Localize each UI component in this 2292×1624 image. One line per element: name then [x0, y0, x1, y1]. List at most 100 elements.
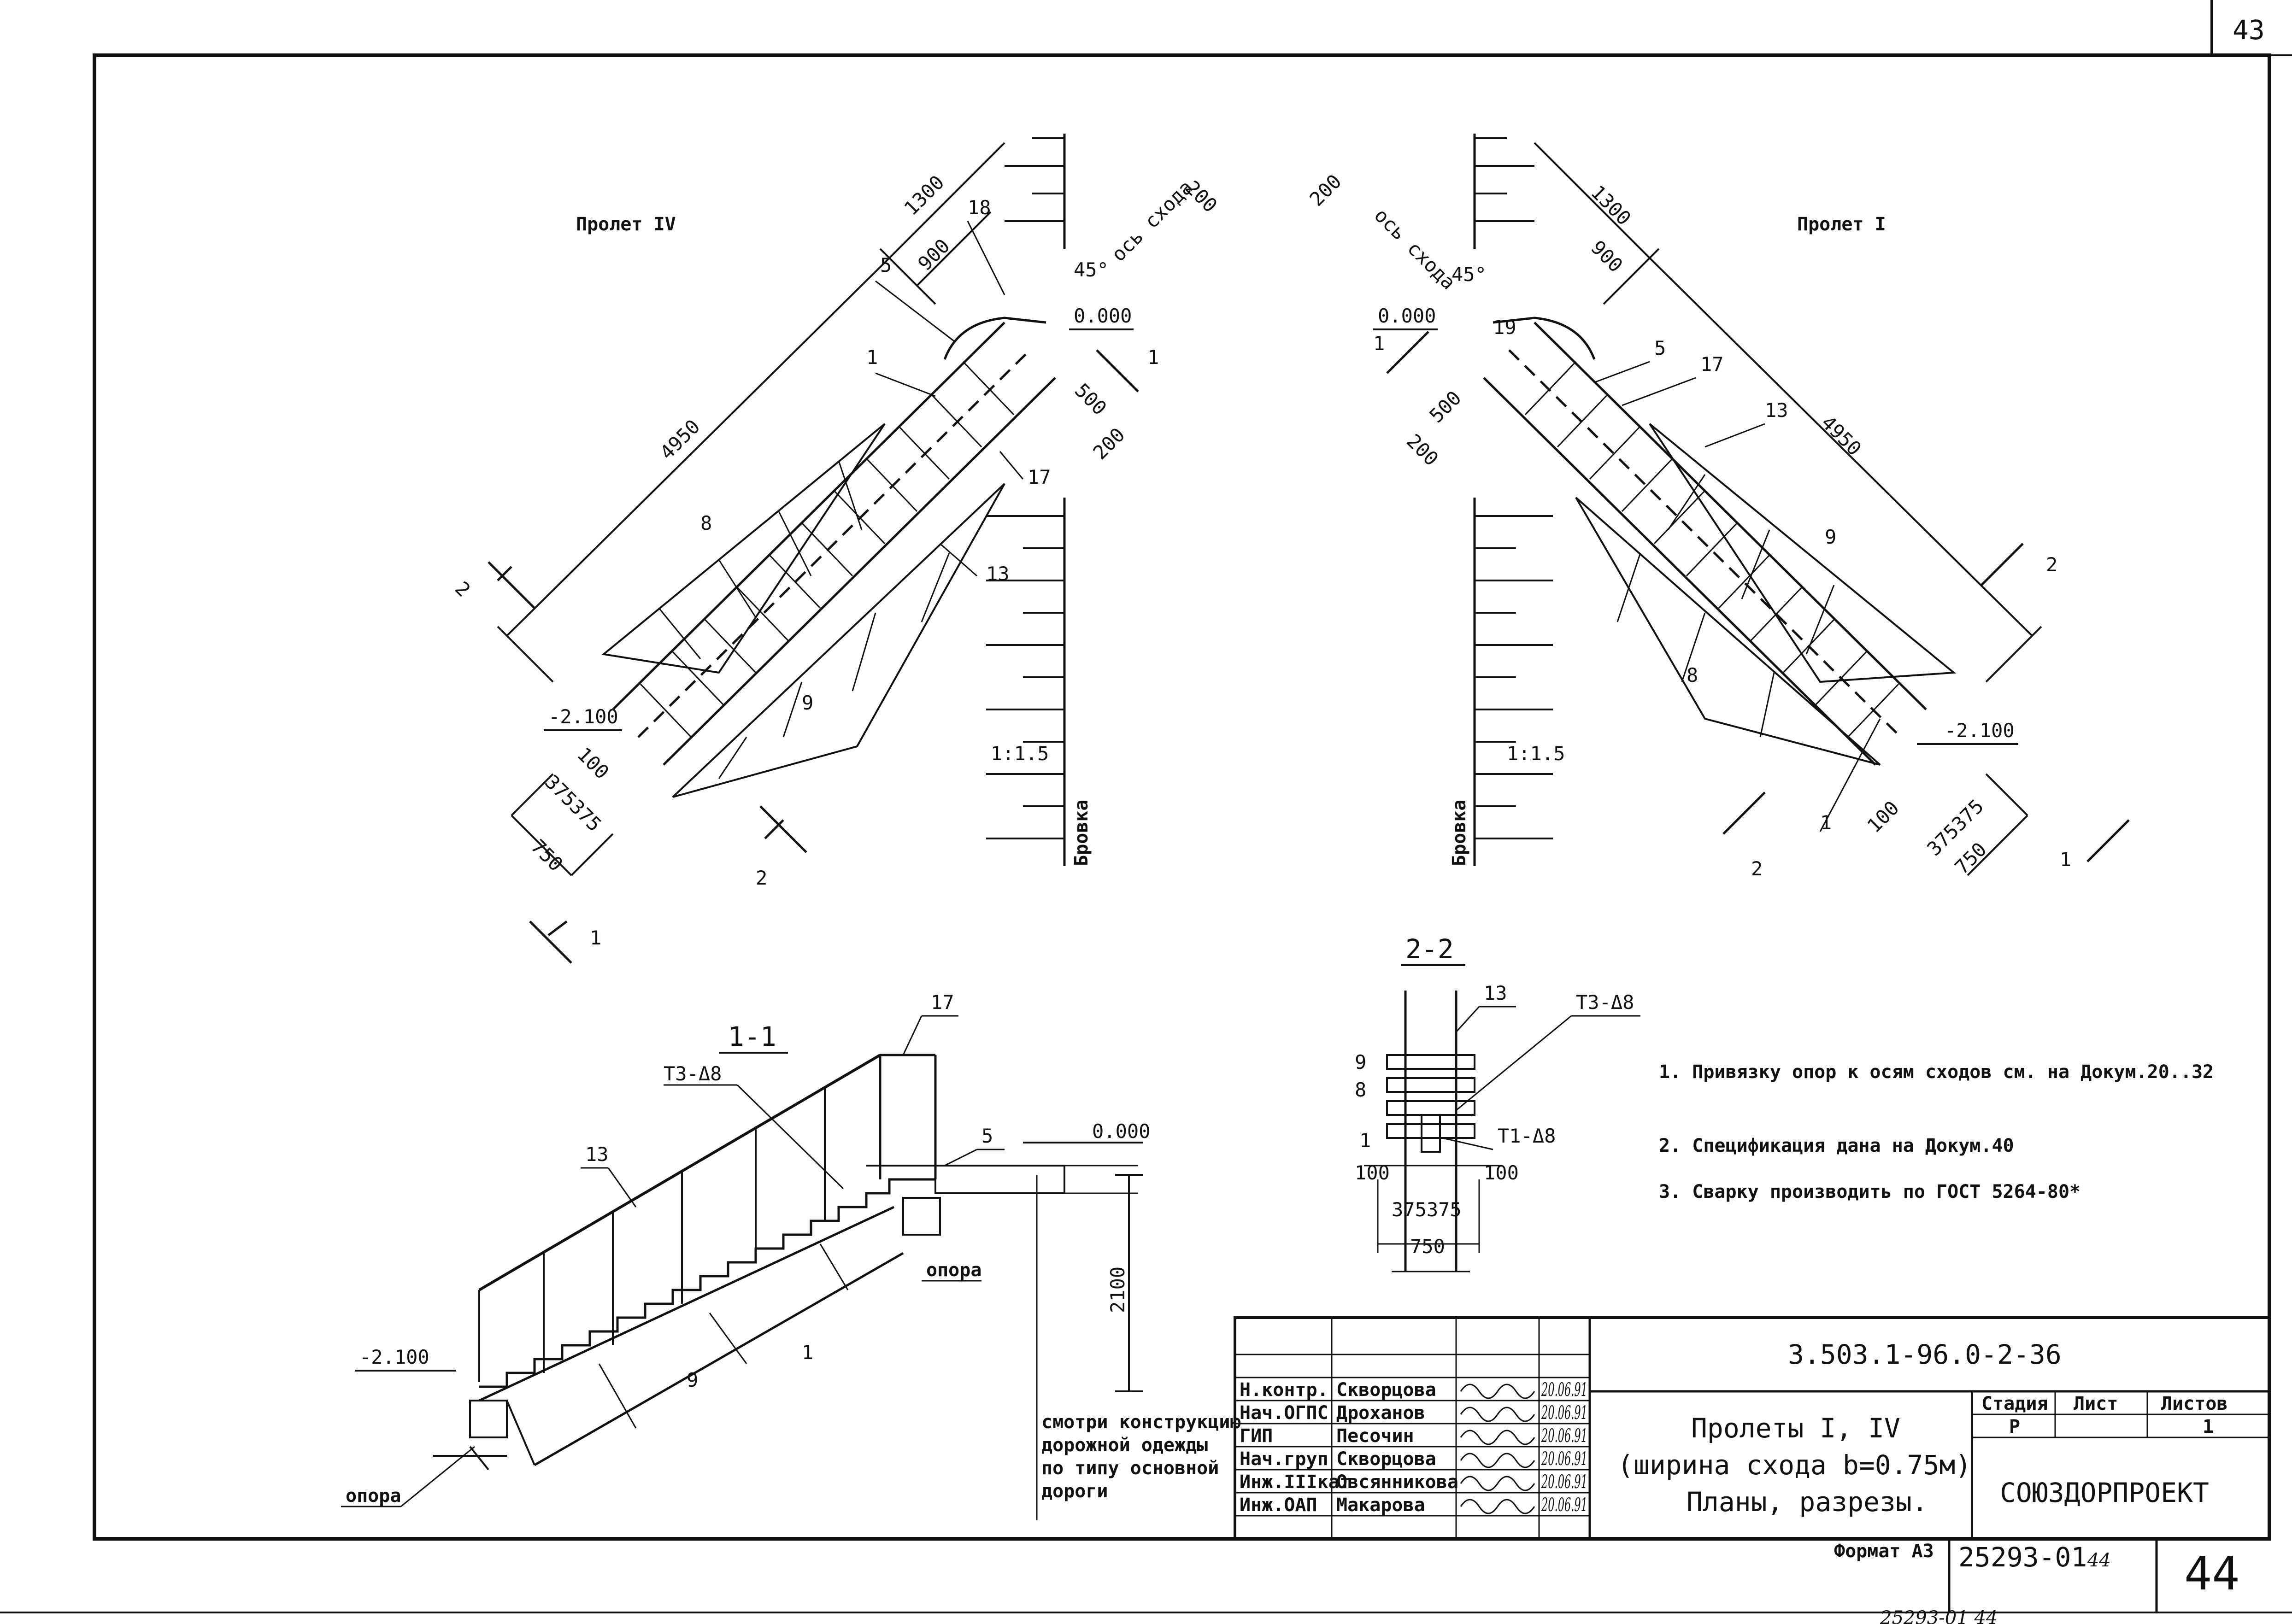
stage-value: Р [2009, 1416, 2020, 1437]
plan-i-angle: 45° [1452, 263, 1487, 286]
section-2-2-dim-750: 750 [1410, 1235, 1445, 1258]
signatures [1460, 1384, 1535, 1514]
plan-iv-dim-500: 500 [1070, 379, 1111, 419]
sheets-head: Листов [2161, 1393, 2228, 1414]
plan-iv-callout-5: 5 [880, 254, 892, 276]
plan-i-slope: 1:1.5 [1507, 742, 1565, 765]
person-name-2: Песочин [1336, 1425, 1414, 1447]
note-1: 1. Привязку опор к осям сходов см. на До… [1659, 1061, 2214, 1083]
inventory-handwritten: 44 [2087, 1550, 2111, 1571]
section-1-1-t3: Т3-Δ8 [664, 1062, 722, 1085]
section-2-2-callout-13: 13 [1484, 982, 1507, 1004]
section-2-2-dim-375: 375375 [1392, 1198, 1462, 1221]
stage-head: Стадия [1981, 1393, 2048, 1414]
inventory-number: 25293-01 [1958, 1542, 2087, 1573]
plan-iv-dim-900: 900 [913, 235, 954, 275]
plan-iv-level-top: 0.000 [1074, 305, 1132, 327]
section-2-2-t1: Т1-Δ8 [1498, 1125, 1556, 1147]
plan-iv-sec2-a: 2 [451, 577, 475, 601]
plan-i-sec1-a: 1 [2060, 848, 2071, 871]
person-role-3: Нач.груп [1240, 1448, 1328, 1470]
person-role-0: Н.контр. [1240, 1379, 1328, 1401]
plan-iv-dim-200: 200 [1088, 423, 1129, 464]
plan-i-dim-750: 750 [1950, 838, 1991, 879]
section-1-1-note-2: по типу основной [1041, 1458, 1219, 1479]
plan-iv-dim-4950: 4950 [655, 415, 704, 464]
notes: 1. Привязку опор к осям сходов см. на До… [1659, 1061, 2214, 1202]
plan-i-callout-1: 1 [1820, 811, 1832, 834]
format-label: Формат А3 [1834, 1541, 1934, 1562]
sheet-head: Лист [2074, 1393, 2118, 1414]
person-name-1: Дроханов [1336, 1402, 1425, 1424]
plan-i-sec2-b: 2 [1751, 857, 1763, 880]
person-date-1: 20.06.91 [1541, 1402, 1587, 1424]
plan-iv-dim-750: 750 [527, 835, 567, 875]
section-1-1-callout-1: 1 [802, 1341, 813, 1364]
person-name-0: Скворцова [1336, 1379, 1436, 1401]
plan-i-callout-19: 19 [1493, 316, 1516, 339]
plan-iv-slope: 1:1.5 [991, 742, 1049, 765]
section-2-2-callout-8: 8 [1355, 1079, 1366, 1101]
plan-span-i: Пролет I [1305, 134, 2130, 880]
drawing-code: 3.503.1-96.0-2-36 [1788, 1339, 2062, 1370]
section-1-1-callout-5: 5 [981, 1125, 993, 1147]
plan-iv-callout-13: 13 [986, 563, 1010, 585]
plan-i-dim-1300: 1300 [1587, 181, 1635, 229]
plan-i-axis-label: ось схода [1370, 204, 1460, 294]
title-line-1: Пролеты I, IV [1691, 1413, 1900, 1444]
note-2: 2. Спецификация дана на Докум.40 [1659, 1135, 2014, 1156]
section-2-2-callout-9: 9 [1355, 1051, 1366, 1073]
section-2-2-callout-1: 1 [1359, 1129, 1371, 1152]
section-2-2-dim-100-left: 100 [1355, 1161, 1390, 1184]
plan-iv-axis-label: ось схода [1107, 176, 1197, 266]
plan-i-dim-200: 200 [1402, 429, 1443, 470]
plan-i-level-top: 0.000 [1378, 305, 1436, 327]
person-name-3: Скворцова [1336, 1448, 1436, 1470]
section-1-1-title: 1-1 [728, 1021, 776, 1052]
person-role-1: Нач.ОГПС [1240, 1402, 1328, 1424]
plan-iv-level-bottom: -2.100 [548, 705, 618, 728]
title-line-2: (ширина схода b=0.75м) [1617, 1449, 1971, 1481]
section-1-1-note-0: смотри конструкцию [1041, 1412, 1241, 1433]
plan-iv-sec1-b: 1 [1147, 346, 1159, 369]
sheet-bottom-number: 44 [2184, 1547, 2239, 1601]
bottom-handwritten: 25293-01 44 [1880, 1607, 1998, 1624]
person-date-5: 20.06.91 [1541, 1495, 1587, 1516]
plan-iv-dim-1300: 1300 [899, 171, 948, 220]
person-role-2: ГИП [1240, 1425, 1273, 1447]
plan-i-callout-8: 8 [1687, 664, 1698, 686]
plan-iv-callout-8: 8 [700, 512, 712, 534]
section-2-2-dim-100-right: 100 [1484, 1161, 1519, 1184]
section-1-1-callout-17: 17 [931, 991, 954, 1014]
sheet-top-number: 43 [2233, 14, 2265, 46]
plan-iv-callout-17: 17 [1028, 466, 1051, 488]
section-1-1-callout-9: 9 [687, 1369, 698, 1391]
section-1-1: 1-1 [341, 991, 1241, 1520]
title-line-3: Планы, разрезы. [1687, 1486, 1928, 1518]
plan-iv-brovka: Бровка [1071, 800, 1092, 867]
section-1-1-level-bottom: -2.100 [359, 1346, 429, 1368]
plan-i-callout-5: 5 [1654, 337, 1666, 359]
person-role-4: Инж.IIIкат [1240, 1472, 1351, 1493]
section-1-1-opora-bottom: опора [346, 1485, 401, 1507]
section-1-1-height: 2100 [1106, 1266, 1129, 1313]
plan-iv-dim-100: 100 [573, 743, 613, 783]
plan-i-title: Пролет I [1797, 214, 1886, 235]
section-1-1-note-3: дороги [1041, 1481, 1108, 1502]
plan-i-dim-500: 500 [1425, 387, 1465, 427]
note-3: 3. Сварку производить по ГОСТ 5264-80* [1659, 1181, 2080, 1202]
person-date-3: 20.06.91 [1541, 1448, 1587, 1470]
plan-i-brovka: Бровка [1449, 800, 1470, 867]
plan-i-callout-17: 17 [1700, 353, 1724, 375]
section-2-2: 2-2 100 100 375375 750 9 8 1 13 Т3-Δ8 Т1… [1355, 933, 1640, 1272]
section-1-1-note-1: дорожной одежды [1041, 1435, 1208, 1456]
section-1-1-opora-top: опора [926, 1260, 981, 1281]
plan-iv-sec2-b: 2 [756, 867, 767, 889]
plan-i-sec2-a: 2 [2046, 553, 2057, 576]
person-name-5: Макарова [1336, 1495, 1425, 1516]
person-date-0: 20.06.91 [1541, 1379, 1587, 1401]
section-2-2-t3: Т3-Δ8 [1576, 991, 1634, 1014]
sheets-value: 1 [2203, 1416, 2214, 1437]
